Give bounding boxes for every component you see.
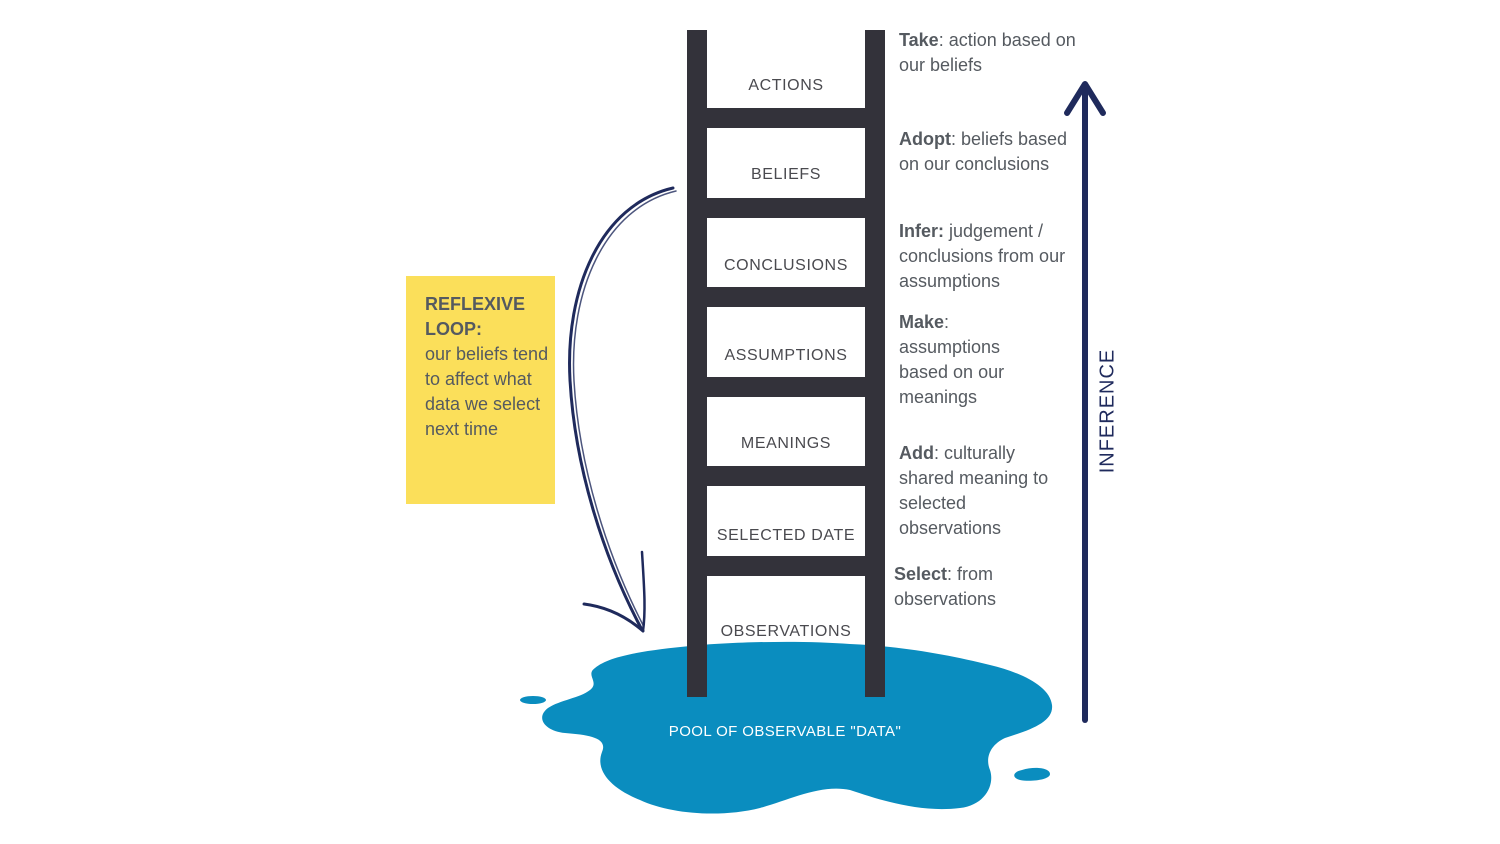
description-add: Add: culturally shared meaning to select…	[899, 441, 1069, 541]
rung-label-beliefs: BELIEFS	[750, 166, 821, 183]
description-infer: Infer: judgement / conclusions from our …	[899, 219, 1079, 294]
description-verb: Add	[899, 443, 934, 463]
reflexive-loop-arrow	[568, 186, 677, 633]
description-adopt: Adopt: beliefs based on our conclusions	[899, 127, 1084, 177]
rung-label-assumptions: ASSUMPTIONS	[724, 347, 848, 364]
description-select: Select: from observations	[894, 562, 1044, 612]
rung-label-selected-date: SELECTED DATE	[716, 527, 856, 544]
inference-arrow	[1064, 81, 1106, 723]
description-text: : action based on our beliefs	[899, 30, 1076, 75]
reflexive-loop-title: REFLEXIVE LOOP:	[425, 294, 526, 339]
description-verb: Take	[899, 30, 939, 50]
data-pool	[520, 641, 1053, 814]
reflexive-loop-body: our beliefs tend to affect what data we …	[425, 344, 549, 439]
description-text: judgement / conclusions from our assumpt…	[899, 221, 1066, 291]
rung-label-observations: OBSERVATIONS	[720, 623, 852, 640]
description-text: : culturally shared meaning to selected …	[899, 443, 1049, 538]
inference-label: INFERENCE	[1096, 348, 1119, 474]
description-make: Make: assumptions based on our meanings	[899, 310, 1049, 410]
rung-label-meanings: MEANINGS	[740, 435, 832, 452]
description-text: : beliefs based on our conclusions	[899, 129, 1068, 174]
description-verb: Make	[899, 312, 945, 332]
description-verb: Adopt	[899, 129, 951, 149]
description-verb: Infer:	[899, 221, 944, 241]
description-text: : assumptions based on our meanings	[899, 312, 1005, 407]
rung-label-conclusions: CONCLUSIONS	[724, 257, 848, 274]
description-text: : from observations	[894, 564, 997, 609]
rung-label-actions: ACTIONS	[748, 77, 824, 94]
arrow-up-icon	[1064, 81, 1106, 116]
ladder	[687, 30, 885, 697]
description-verb: Select	[894, 564, 948, 584]
reflexive-loop-note	[406, 276, 555, 504]
pool-label: POOL OF OBSERVABLE "DATA"	[668, 723, 902, 740]
description-take: Take: action based on our beliefs	[899, 28, 1084, 78]
